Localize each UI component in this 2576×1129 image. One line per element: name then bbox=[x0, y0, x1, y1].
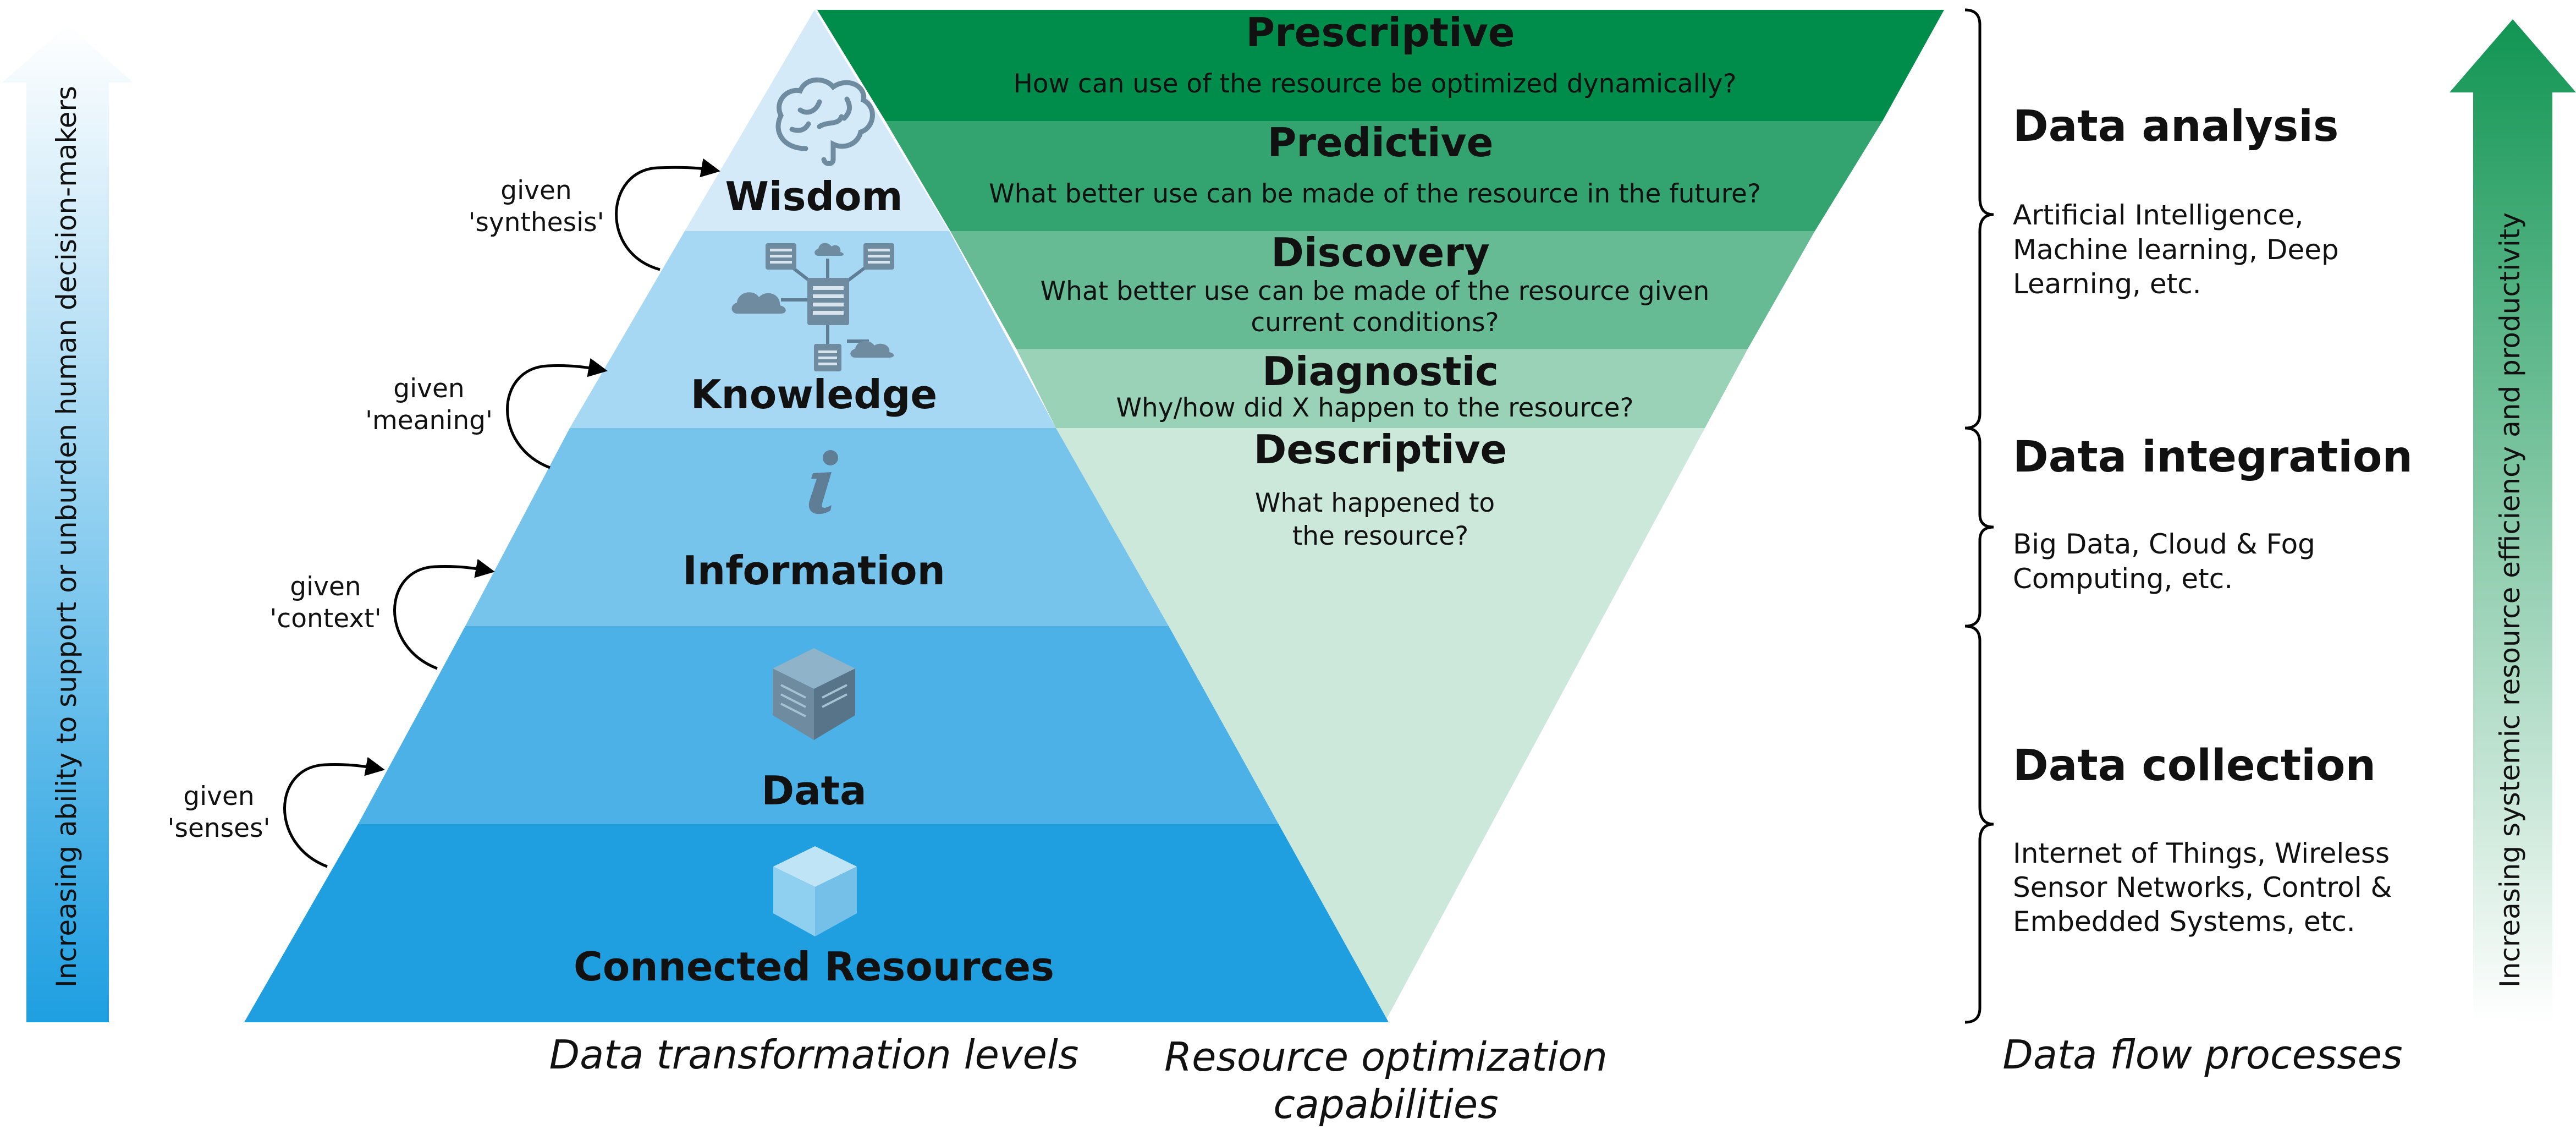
given-label: given bbox=[393, 374, 464, 404]
transition-arrow-synthesis bbox=[615, 158, 720, 271]
data-cube-icon bbox=[773, 648, 855, 740]
left-arrow-label: Increasing ability to support or unburde… bbox=[51, 86, 82, 988]
given-label: given bbox=[500, 176, 571, 206]
process-desc: Big Data, Cloud & Fog bbox=[2013, 528, 2315, 560]
level-information bbox=[465, 428, 1169, 626]
footer-levels: Data transformation levels bbox=[549, 1032, 1079, 1078]
band-predictive bbox=[885, 121, 1883, 231]
given-label: 'senses' bbox=[168, 813, 271, 843]
capability-descriptive: Descriptive What happened to the resourc… bbox=[1254, 426, 1507, 551]
level-label-wisdom: Wisdom bbox=[725, 173, 903, 220]
process-title: Data integration bbox=[2013, 432, 2413, 482]
level-label-data: Data bbox=[761, 768, 866, 814]
band-discovery bbox=[950, 231, 1815, 349]
process-desc: Learning, etc. bbox=[2013, 268, 2201, 300]
band-prescriptive bbox=[817, 10, 1944, 121]
given-label: given bbox=[183, 781, 254, 812]
process-desc: Machine learning, Deep bbox=[2013, 234, 2339, 266]
level-label-connected-resources: Connected Resources bbox=[574, 944, 1054, 990]
brace-data-integration bbox=[1964, 426, 1994, 628]
capability-title: Diagnostic bbox=[1262, 348, 1499, 394]
dikw-pyramid bbox=[244, 10, 1389, 1022]
capability-question: current conditions? bbox=[1251, 308, 1499, 338]
capability-question: What happened to bbox=[1255, 488, 1495, 518]
band-descriptive bbox=[1056, 428, 1705, 1022]
level-label-knowledge: Knowledge bbox=[691, 371, 937, 418]
given-label: 'synthesis' bbox=[468, 207, 604, 238]
process-data-integration: Data integration Big Data, Cloud & Fog C… bbox=[2013, 432, 2413, 595]
given-label: 'context' bbox=[270, 604, 382, 634]
process-desc: Sensor Networks, Control & bbox=[2013, 872, 2392, 903]
band-diagnostic bbox=[1016, 349, 1748, 428]
capability-question: What better use can be made of the resou… bbox=[989, 179, 1761, 209]
braces bbox=[1964, 8, 1994, 1024]
right-arrow-label: Increasing systemic resource efficiency … bbox=[2494, 212, 2526, 988]
brace-data-analysis bbox=[1964, 8, 1994, 430]
process-desc: Internet of Things, Wireless bbox=[2013, 837, 2390, 869]
transition-arrow-senses bbox=[283, 757, 385, 868]
capability-question: Why/how did X happen to the resource? bbox=[1116, 393, 1634, 423]
capability-question: How can use of the resource be optimized… bbox=[1013, 69, 1736, 99]
right-gradient-arrow: Increasing systemic resource efficiency … bbox=[2450, 19, 2576, 1022]
process-data-analysis: Data analysis Artificial Intelligence, M… bbox=[2013, 102, 2339, 300]
process-title: Data collection bbox=[2013, 741, 2376, 791]
capability-title: Prescriptive bbox=[1246, 9, 1515, 56]
capabilities-triangle bbox=[817, 10, 1944, 1022]
capability-predictive: Predictive What better use can be made o… bbox=[989, 119, 1761, 209]
footer-capabilities: capabilities bbox=[1273, 1081, 1498, 1127]
capability-title: Predictive bbox=[1268, 119, 1494, 166]
info-icon bbox=[808, 450, 838, 514]
process-desc: Embedded Systems, etc. bbox=[2013, 906, 2355, 938]
process-desc: Artificial Intelligence, bbox=[2013, 199, 2303, 231]
capability-diagnostic: Diagnostic Why/how did X happen to the r… bbox=[1116, 348, 1634, 423]
network-icon bbox=[731, 243, 894, 371]
process-data-collection: Data collection Internet of Things, Wire… bbox=[2013, 741, 2392, 938]
transition-arrow-meaning bbox=[506, 358, 608, 469]
capability-question: What better use can be made of the resou… bbox=[1041, 276, 1710, 306]
left-gradient-arrow: Increasing ability to support or unburde… bbox=[2, 25, 133, 1022]
transition-arrows bbox=[283, 158, 720, 868]
transition-arrow-context bbox=[393, 558, 495, 670]
capability-question: the resource? bbox=[1292, 521, 1468, 551]
given-label: 'meaning' bbox=[365, 405, 493, 436]
footer-processes: Data flow processes bbox=[2002, 1032, 2402, 1078]
level-wisdom bbox=[685, 10, 949, 231]
footer-capabilities: Resource optimization bbox=[1164, 1034, 1608, 1080]
level-label-information: Information bbox=[682, 547, 945, 594]
process-desc: Computing, etc. bbox=[2013, 563, 2233, 595]
capability-discovery: Discovery What better use can be made of… bbox=[1041, 229, 1710, 338]
capability-prescriptive: Prescriptive How can use of the resource… bbox=[1013, 9, 1736, 99]
capability-title: Descriptive bbox=[1254, 426, 1507, 473]
given-label: given bbox=[290, 572, 361, 602]
resource-cube-icon bbox=[773, 846, 857, 936]
level-knowledge bbox=[570, 231, 1056, 428]
process-title: Data analysis bbox=[2013, 102, 2338, 151]
brace-data-collection bbox=[1964, 624, 1994, 1024]
brain-icon bbox=[775, 77, 875, 166]
capability-title: Discovery bbox=[1271, 229, 1490, 276]
